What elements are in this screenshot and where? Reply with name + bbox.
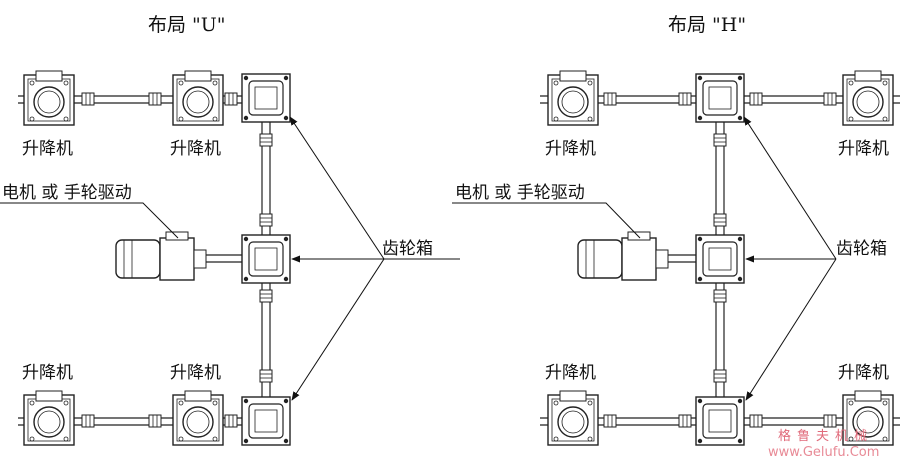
screw-jack-u-bl — [23, 390, 75, 446]
gearbox-h-bot — [695, 396, 745, 446]
screw-jack-u-bm — [172, 390, 224, 446]
watermark: 格鲁夫机械 www.Gelufu.Com — [768, 428, 879, 460]
gearbox-h-top — [695, 73, 745, 123]
lifter-label-h-bl: 升降机 — [545, 363, 596, 383]
screw-jack-h-bl — [547, 390, 599, 446]
gearbox-h-mid — [695, 234, 745, 284]
lifter-label-h-tr: 升降机 — [838, 139, 889, 159]
watermark-brand: 格鲁夫机械 — [778, 428, 873, 444]
gearbox-label-u: 齿轮箱 — [382, 239, 433, 259]
motor-h — [577, 231, 669, 281]
lifter-label-u-tm: 升降机 — [170, 139, 221, 159]
lifter-label-u-bm: 升降机 — [170, 363, 221, 383]
gearbox-u-mid — [241, 234, 291, 284]
layout-h-title: 布局 "H" — [668, 14, 746, 36]
layout-h: 布局 "H" 升降机 升降机 升降机 升降机 电机 或 手轮驱动 齿轮箱 — [452, 14, 900, 446]
drive-label-h: 电机 或 手轮驱动 — [455, 183, 585, 203]
watermark-url: www.Gelufu.Com — [768, 445, 879, 460]
drive-label-u: 电机 或 手轮驱动 — [2, 183, 132, 203]
screw-jack-h-tr — [842, 70, 894, 126]
gearbox-u-top — [241, 73, 291, 123]
lifter-label-h-tl: 升降机 — [545, 139, 596, 159]
gearbox-label-h: 齿轮箱 — [836, 239, 887, 259]
screw-jack-u-tl — [23, 70, 75, 126]
layout-u-title: 布局 "U" — [148, 14, 226, 36]
lifter-label-u-bl: 升降机 — [22, 363, 73, 383]
layout-u: 布局 "U" 升降机 升降机 升降机 升降机 电机 或 手轮驱动 齿轮箱 — [0, 14, 460, 446]
screw-jack-u-tm — [172, 70, 224, 126]
motor-u — [115, 231, 207, 281]
gearbox-u-bot — [241, 396, 291, 446]
lifter-label-u-tl: 升降机 — [22, 139, 73, 159]
screw-jack-h-tl — [547, 70, 599, 126]
lifter-label-h-br: 升降机 — [838, 363, 889, 383]
